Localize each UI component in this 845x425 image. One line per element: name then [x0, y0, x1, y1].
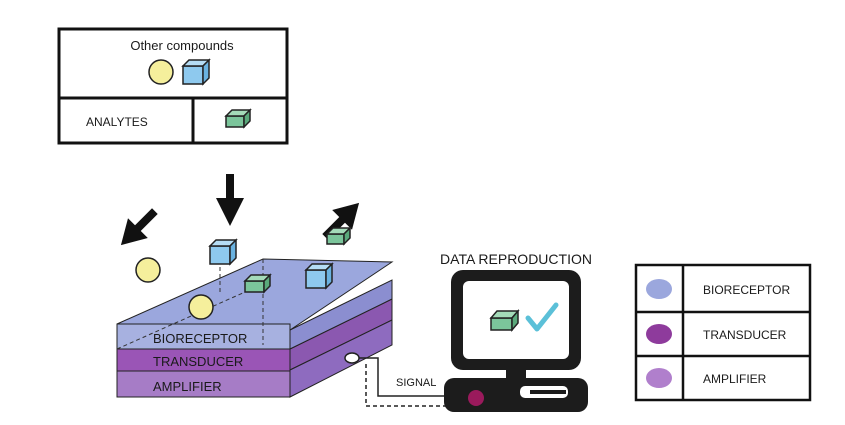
- green-analyte-icon: [243, 273, 272, 294]
- check-icon: [525, 302, 559, 332]
- sensor-bioreceptor-label: BIORECEPTOR: [153, 331, 247, 346]
- sensor-amplifier-label: AMPLIFIER: [153, 379, 222, 394]
- computer: DATA REPRODUCTION: [440, 251, 592, 412]
- sphere-compound-icon: [148, 59, 174, 85]
- analytes-label: ANALYTES: [86, 115, 148, 129]
- down-arrow-icon: [216, 174, 244, 226]
- blue-cube-compound-icon: [208, 238, 238, 266]
- legend-bioreceptor-swatch: [646, 279, 672, 299]
- amplifier-layer: [116, 370, 291, 398]
- data-reproduction-title: DATA REPRODUCTION: [440, 251, 592, 267]
- legend-transducer-swatch: [646, 324, 672, 344]
- other-compounds-label: Other compounds: [130, 38, 234, 53]
- diagonal-arrow-left-icon: [120, 208, 158, 246]
- sphere-compound-icon: [188, 294, 214, 320]
- green-analyte-icon: [489, 308, 520, 333]
- power-button-icon: [468, 390, 484, 406]
- green-analyte-icon: [325, 226, 352, 246]
- sensor-transducer-label: TRANSDUCER: [153, 354, 243, 369]
- legend-transducer-label: TRANSDUCER: [703, 328, 787, 342]
- legend: BIORECEPTOR TRANSDUCER AMPLIFIER: [634, 263, 812, 402]
- blue-cube-compound-icon: [304, 262, 334, 290]
- legend-bioreceptor-label: BIORECEPTOR: [703, 283, 790, 297]
- compounds-box: Other compounds ANALYTES: [57, 27, 289, 145]
- legend-amplifier-swatch: [646, 368, 672, 388]
- sphere-compound-icon: [135, 257, 161, 283]
- blue-cube-compound-icon: [181, 58, 211, 86]
- signal-cable: SIGNAL: [344, 352, 452, 407]
- legend-amplifier-label: AMPLIFIER: [703, 372, 767, 386]
- signal-label: SIGNAL: [396, 377, 436, 389]
- green-analyte-icon: [224, 108, 252, 129]
